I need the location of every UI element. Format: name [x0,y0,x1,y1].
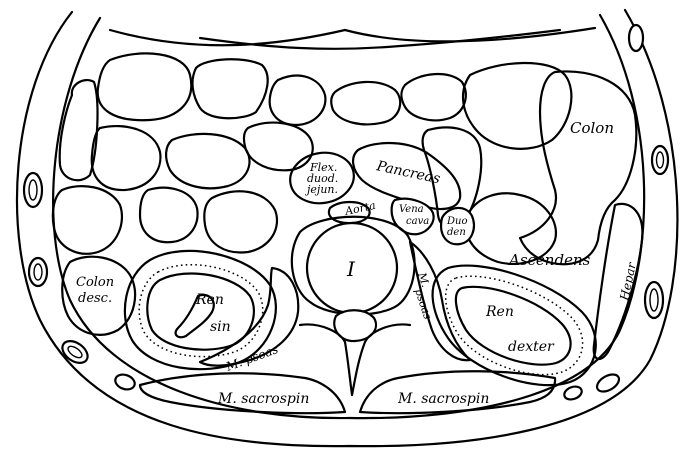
label-duoden-2: den [447,227,466,238]
label-flex-3: jejun. [304,183,338,196]
label-colon-desc-2: desc. [78,291,112,306]
loop-mid-left-2 [166,134,249,188]
rib-right-3 [645,282,663,318]
label-duoden-1: Duo [446,216,467,227]
label-ren-dexter-2: dexter [508,339,555,355]
label-sacrospin-left: M. sacrospin [217,391,309,407]
label-vena-2: cava [406,216,429,227]
vertebra [292,217,415,395]
label-psoas-right-2: psoas [412,287,434,321]
loop-mid-left-3 [53,186,122,254]
loop-top-left-3 [193,59,268,118]
label-colon-desc-1: Colon [76,275,114,290]
loop-mid-center [204,191,277,252]
colon-ascendens-outline [520,71,636,264]
loop-mid-left-1 [92,126,161,190]
ren-dexter [433,266,596,386]
label-pancreas: Pancreas [374,158,441,187]
rib-right-4 [594,371,622,395]
loop-top-mid-2 [331,82,400,124]
ren-sin-medulla [147,273,254,349]
label-ren-sin-2: sin [210,319,231,335]
label-ren-sin-1: Ren [195,292,224,308]
bowel-loops [53,53,572,264]
loop-top-mid-1 [270,76,326,125]
ren-dexter-capsule [433,266,596,386]
label-colon-right: Colon [570,119,614,137]
loop-top-left-1 [98,53,192,120]
loop-top-mid-3 [401,74,465,120]
loop-mid-left-4 [140,188,198,242]
rib-right-5 [562,384,583,401]
label-ren-dexter-1: Ren [485,304,514,320]
rib-left-3 [58,337,91,368]
rib-left-4 [113,372,137,392]
rib-left-1 [24,173,42,207]
loop-top-right-1 [463,63,571,149]
label-vena-1: Vena [399,204,424,215]
rib-left-2 [29,258,47,286]
ren-sin-cortex-hatch [139,265,263,357]
loop-mid-2 [244,123,313,171]
label-ascendens: Ascendens [507,251,591,269]
rib-right-1 [629,25,643,51]
rib-right-2 [652,146,668,174]
colon-ascendens [520,71,636,264]
label-vertebra: I [346,257,356,281]
label-sacrospin-right: M. sacrospin [397,391,489,407]
fascia-line-top [110,28,595,45]
